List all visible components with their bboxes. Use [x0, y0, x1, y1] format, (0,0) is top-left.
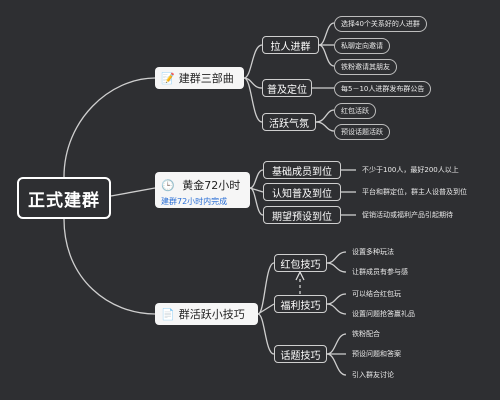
- leaf-item[interactable]: 红包活跃: [334, 103, 376, 119]
- leaf-item[interactable]: 让群成员有参与感: [352, 268, 408, 276]
- sub-node-awareness[interactable]: 认知普及到位: [263, 183, 341, 201]
- sub-node-positioning[interactable]: 普及定位: [262, 79, 312, 97]
- main-node-build-steps[interactable]: 📝 建群三部曲: [155, 67, 244, 89]
- main-node-label: 黄金72小时: [182, 179, 241, 192]
- main-node-golden-72h[interactable]: 🕒 黄金72小时 建群72小时内完成: [155, 172, 250, 208]
- leaf-item[interactable]: 设置多种玩法: [352, 248, 394, 256]
- sub-node-expectation[interactable]: 期望预设到位: [263, 206, 341, 224]
- leaf-item[interactable]: 促销活动或福利产品引起期待: [362, 211, 453, 219]
- leaf-item[interactable]: 不少于100人，最好200人以上: [362, 166, 459, 174]
- leaf-item[interactable]: 预设话题活跃: [334, 124, 390, 140]
- link-root-c: [63, 218, 156, 315]
- main-node-label: 建群三部曲: [178, 72, 234, 85]
- sub-node-atmosphere[interactable]: 活跃气氛: [262, 113, 316, 131]
- leaf-item[interactable]: 引入群友讨论: [352, 371, 394, 379]
- sub-node-welfare[interactable]: 福利技巧: [274, 295, 327, 313]
- sub-node-invite[interactable]: 拉人进群: [262, 36, 319, 54]
- link-root-a: [63, 77, 156, 178]
- note-icon: 📝: [161, 71, 175, 85]
- relation-arrowhead: [295, 270, 305, 281]
- clock-icon: 🕒: [161, 179, 175, 192]
- leaf-item[interactable]: 选择40个关系好的人进群: [334, 16, 427, 32]
- root-node[interactable]: 正式建群: [17, 177, 111, 219]
- sub-node-topic[interactable]: 话题技巧: [274, 345, 327, 363]
- leaf-item[interactable]: 预设问题和答案: [352, 350, 401, 358]
- link-root-b: [110, 187, 156, 197]
- sub-node-redpacket[interactable]: 红包技巧: [274, 254, 327, 272]
- main-node-label: 群活跃小技巧: [178, 308, 245, 321]
- leaf-item[interactable]: 铁粉邀请其朋友: [334, 59, 397, 75]
- leaf-item[interactable]: 私聊定向邀请: [334, 38, 390, 54]
- leaf-item[interactable]: 平台和群定位，群主人设普及到位: [362, 188, 467, 196]
- leaf-item[interactable]: 可以结合红包玩: [352, 290, 401, 298]
- leaf-item[interactable]: 铁粉配合: [352, 330, 380, 338]
- sub-node-members[interactable]: 基础成员到位: [263, 161, 341, 179]
- main-node-note: 建群72小时内完成: [161, 197, 228, 206]
- doc-icon: 📄: [161, 307, 175, 321]
- leaf-item[interactable]: 每5－10人进群发布群公告: [334, 81, 432, 97]
- main-node-active-tips[interactable]: 📄 群活跃小技巧: [155, 303, 258, 325]
- leaf-item[interactable]: 设置问题抢答赢礼品: [352, 310, 415, 318]
